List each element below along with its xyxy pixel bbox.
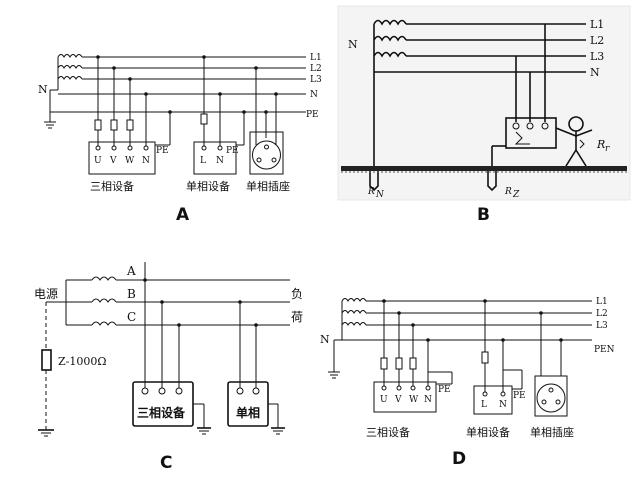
panel-a-three-phase-pe: PE [156,146,169,156]
panel-b-device: R Z [487,24,557,200]
panel-d-line-l3: L3 [596,321,608,331]
panel-a-terminal-u: U [94,156,102,166]
panel-b-earth [341,166,627,171]
panel-c-phase-b: B [127,287,136,301]
panel-b-transformer-coils [373,19,407,72]
panel-a-terminal-w: W [125,156,135,166]
panel-d-socket: 单相插座 [530,311,574,439]
panel-a-terminal-v: V [109,156,117,166]
panel-a-three-phase-device: PE U V W N 三相设备 [88,55,172,193]
panel-d-line-l1: L1 [596,297,608,307]
panel-c-phase-a: A [126,264,136,278]
panel-b-line-l3: L3 [590,50,604,63]
panel-c-phase-c: C [127,310,136,324]
panel-c-caption: C [160,453,172,473]
panel-d-terminal-l: L [481,400,487,410]
panel-b-person-icon: R r [555,116,610,167]
panel-c-three-phase-device: 三相设备 [132,278,211,435]
panel-b-n-label: N [348,38,358,51]
panel-b-line-l2: L2 [590,34,604,47]
panel-c-impedance-resistor [41,349,52,371]
panel-a: N L1 L2 L3 N PE [38,53,322,225]
panel-a-single-phase-device: PE L N 单相设备 [186,55,246,193]
panel-c-single-name: 单相 [236,405,260,420]
panel-c-transformer-coils [91,276,117,326]
panel-d-three-phase-device: PE U V W N 三相设备 [366,299,453,439]
panel-b-line-n: N [590,66,600,79]
panel-a-line-l1: L1 [310,53,322,63]
panel-a-terminal-single-n: N [216,156,224,166]
panel-b-person-resistance: R [596,138,605,151]
panel-a-terminal-l: L [200,156,206,166]
panel-d-terminal-w: W [409,395,419,405]
panel-d-terminal-n: N [424,395,432,405]
panel-d-transformer-coils [341,298,367,340]
panel-b-device-ground-sub: Z [512,190,520,200]
panel-a-three-phase-name: 三相设备 [90,179,134,193]
panel-d-socket-name: 单相插座 [530,425,574,439]
panel-a-line-l2: L2 [310,64,322,74]
panel-a-caption: A [176,205,190,225]
panel-a-socket: 单相插座 [246,66,290,193]
panel-d-three-phase-name: 三相设备 [366,425,410,439]
panel-b-device-ground: R [504,187,512,197]
panel-a-single-name: 单相设备 [186,179,230,193]
panel-d-terminal-single-n: N [499,400,507,410]
panel-a-single-pe: PE [226,146,239,156]
panel-c-single-phase-device: 单相 [227,300,285,435]
panel-b: N L1 L2 L3 N R N R Z [337,5,631,225]
panel-b-person-resistance-sub: r [605,144,610,154]
panel-a-line-n: N [310,90,318,100]
panel-d-single-pe: PE [513,391,526,401]
panel-d-terminal-v: V [394,395,402,405]
panel-a-transformer-coils [57,54,83,90]
panel-d-line-pen: PEN [594,345,615,355]
panel-c-load-bottom: 荷 [291,310,303,324]
panel-d-three-phase-pe: PE [438,385,451,395]
panel-c-three-phase-name: 三相设备 [137,405,186,420]
panel-d-line-l2: L2 [596,309,608,319]
panel-d-n-label: N [320,333,330,346]
panel-c-source: 电源 [34,287,58,301]
panel-a-n-label: N [38,83,48,96]
panel-d-terminal-u: U [380,395,388,405]
panel-a-line-l3: L3 [310,75,322,85]
panel-c: 电源 A B C 负 荷 Z-1000Ω [34,262,303,473]
panel-c-impedance: Z-1000Ω [58,355,106,368]
panel-d-single-name: 单相设备 [466,425,510,439]
panel-a-socket-name: 单相插座 [246,179,290,193]
panel-b-source-ground-sub: N [375,190,385,200]
panel-b-caption: B [477,205,490,225]
panel-c-load-top: 负 [291,287,303,301]
panel-d: N L1 L2 L3 PEN PE [320,297,615,469]
panel-b-source-ground: R [367,187,375,197]
panel-d-caption: D [452,449,466,469]
panel-b-line-l1: L1 [590,18,604,31]
panel-d-single-phase-device: PE L N 单相设备 [466,299,526,439]
panel-a-line-pe: PE [306,110,319,120]
panel-a-terminal-n: N [142,156,150,166]
